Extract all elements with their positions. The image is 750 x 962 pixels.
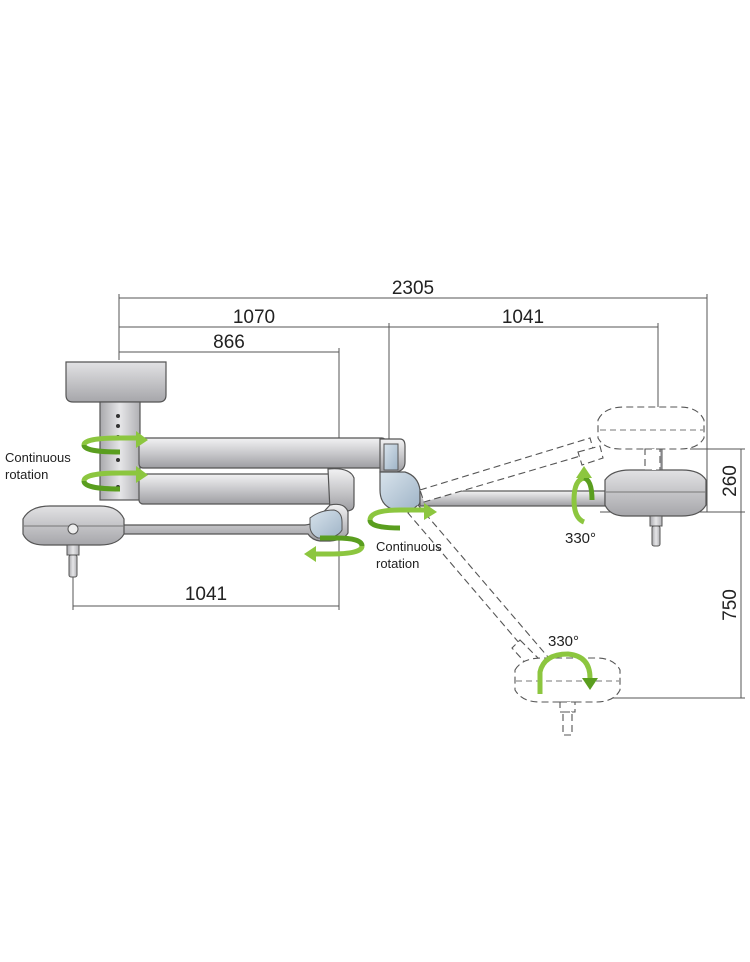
- dimension-1070-label: 1070: [233, 307, 275, 328]
- rotation-arrow-lower-column-icon: [81, 466, 148, 492]
- dimension-1041-bottom: 1041: [72, 560, 339, 610]
- dashed-raised-arm: [419, 437, 604, 503]
- center-joint: [379, 471, 421, 511]
- dimension-2305: 2305: [118, 278, 708, 512]
- dimension-750-label: 750: [720, 589, 741, 621]
- angle-label-right: 330°: [565, 530, 596, 547]
- rotation-label-left-line1: Continuous: [5, 450, 71, 465]
- dashed-lowered-arm: [407, 504, 549, 669]
- upper-arm: [138, 437, 406, 473]
- rotation-arrow-330-right-icon: [571, 466, 595, 525]
- dimension-1041-bottom-label: 1041: [185, 584, 227, 605]
- rotation-label-left-line2: rotation: [5, 467, 48, 482]
- dimension-1041-top: 1041: [389, 307, 659, 410]
- lower-arm: [138, 468, 355, 512]
- dimension-1041-top-label: 1041: [502, 307, 544, 328]
- rotation-label-center-line1: Continuous: [376, 539, 442, 554]
- rotation-arrow-330-bottom-icon: [537, 651, 598, 694]
- rotation-arrow-upper-column-icon: [81, 431, 148, 455]
- rotation-arrow-center-joint-icon: [367, 503, 437, 531]
- rotation-arrow-lower-joint-icon: [304, 535, 365, 562]
- left-lamp-arm: [119, 503, 349, 542]
- ceiling-canopy: [65, 361, 167, 403]
- dashed-lowered-lamp: [514, 657, 621, 736]
- dimension-2305-label: 2305: [392, 278, 434, 299]
- angle-label-bottom: 330°: [548, 633, 579, 650]
- dashed-raised-lamp: [597, 406, 705, 471]
- left-lamp-head: [22, 505, 125, 578]
- dimension-866-label: 866: [213, 332, 245, 353]
- rotation-label-center-line2: rotation: [376, 556, 419, 571]
- dimension-1070: 1070: [119, 307, 390, 440]
- dimension-750: 750: [600, 512, 745, 699]
- dimension-260-label: 260: [720, 465, 741, 497]
